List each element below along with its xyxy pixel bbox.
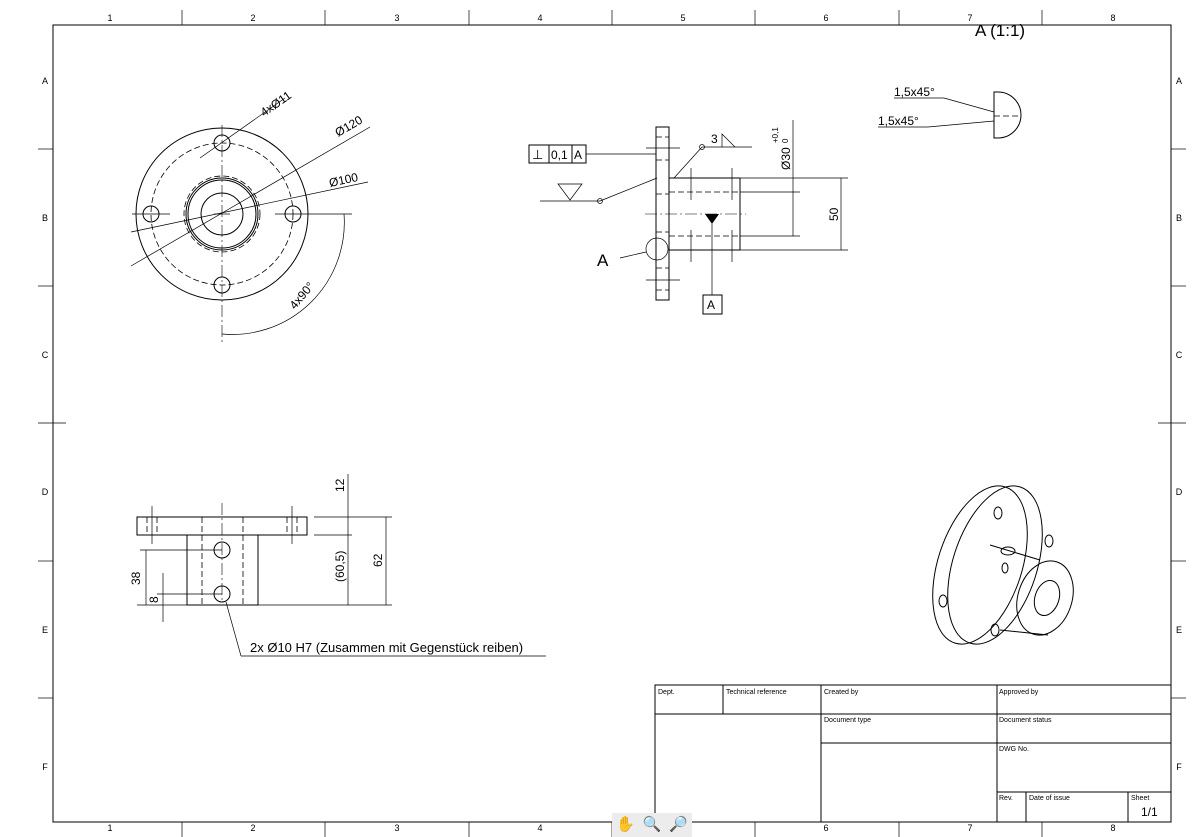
weld-size: 3 [711, 132, 718, 146]
bolt-circle-dim: Ø100 [328, 170, 360, 190]
col-label: 5 [680, 13, 685, 23]
col-label: 3 [394, 13, 399, 23]
title-block: Dept. Technical reference Created by App… [654, 684, 1172, 823]
row-label: B [42, 213, 48, 223]
col-label: 6 [823, 13, 828, 23]
hole-distance-dim: 38 [129, 571, 143, 585]
zoom-window-icon[interactable]: 🔍 [642, 816, 662, 833]
bore-tol-lower: 0 [781, 138, 790, 143]
col-label: 4 [537, 823, 542, 833]
document-type-label: Document type [824, 717, 871, 724]
row-label: F [1176, 762, 1182, 772]
col-label: 2 [250, 823, 255, 833]
row-label: E [1176, 625, 1182, 635]
approved-by-label: Approved by [999, 689, 1039, 696]
total-height-dim: 62 [371, 553, 385, 567]
row-label: D [1176, 487, 1183, 497]
row-label: C [1176, 350, 1183, 360]
col-label: 1 [107, 13, 112, 23]
col-label: 3 [394, 823, 399, 833]
row-label: E [42, 625, 48, 635]
height-dim: 50 [827, 207, 841, 221]
front-view: 4xØ11 Ø120 Ø100 4x90° [130, 88, 371, 342]
row-label: F [42, 762, 48, 772]
dwg-no-label: DWG No. [999, 746, 1029, 753]
datum-label: A [707, 298, 715, 312]
sheet-value: 1/1 [1141, 805, 1158, 819]
bottom-view: 12 (60,5) 62 38 8 2x Ø10 H7 (Zusammen mi… [129, 474, 546, 657]
col-label: 2 [250, 13, 255, 23]
row-label: B [1176, 213, 1182, 223]
outer-dia-dim: Ø120 [333, 113, 366, 140]
gdt-tolerance: 0,1 [551, 148, 568, 162]
col-label: 7 [967, 823, 972, 833]
technical-reference-label: Technical reference [726, 689, 787, 696]
viewer-toolbar: ✋ 🔍 🔎 [612, 813, 692, 837]
row-label: D [42, 487, 49, 497]
rev-label: Rev. [999, 795, 1013, 802]
created-by-label: Created by [824, 689, 859, 696]
holes-dim: 4xØ11 [258, 88, 295, 119]
detail-view-label: A (1:1) [975, 21, 1025, 40]
reference-dim: (60,5) [333, 551, 347, 582]
gdt-datum: A [574, 148, 582, 162]
col-label: 6 [823, 823, 828, 833]
col-label: 8 [1110, 823, 1115, 833]
angle-dim: 4x90° [287, 279, 318, 312]
flange-thickness-dim: 12 [333, 478, 347, 492]
hole-note: 2x Ø10 H7 (Zusammen mit Gegenstück reibe… [250, 640, 523, 655]
perpendicularity-icon: ⊥ [532, 147, 543, 162]
surface-finish-icon [557, 183, 583, 201]
detail-view: 1,5x45° 1,5x45° [878, 85, 1022, 139]
hole-offset-dim: 8 [147, 596, 161, 603]
date-of-issue-label: Date of issue [1029, 795, 1070, 802]
side-view: 50 Ø30 +0,1 0 ⊥ 0,1 A 3 A A [528, 120, 848, 315]
sheet-frame: 1 2 3 4 5 6 7 8 1 2 3 4 6 7 8 A B C D E … [38, 10, 1186, 837]
col-label: 8 [1110, 13, 1115, 23]
zoom-fit-icon[interactable]: 🔎 [669, 816, 688, 833]
row-label: A [42, 76, 48, 86]
isometric-view [932, 485, 1074, 645]
row-label: A [1176, 76, 1182, 86]
document-status-label: Document status [999, 717, 1052, 724]
pan-icon[interactable]: ✋ [615, 816, 635, 833]
detail-ref-label: A [597, 251, 609, 270]
col-label: 1 [107, 823, 112, 833]
row-label: C [42, 350, 49, 360]
chamfer-dim: 1,5x45° [878, 114, 919, 128]
chamfer-dim: 1,5x45° [894, 85, 935, 99]
dept-label: Dept. [658, 689, 675, 696]
col-label: 7 [967, 13, 972, 23]
col-label: 4 [537, 13, 542, 23]
sheet-label: Sheet [1131, 795, 1149, 802]
bore-dia-dim: Ø30 [779, 147, 793, 170]
bore-tol-upper: +0,1 [771, 127, 780, 143]
